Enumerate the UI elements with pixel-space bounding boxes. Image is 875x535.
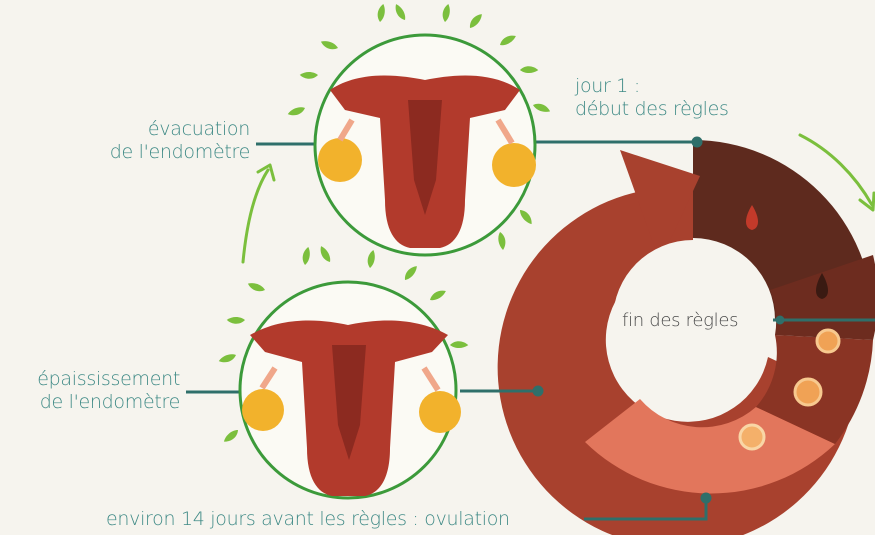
label-end-of-period: fin des règles xyxy=(622,309,738,332)
label-thickening-line1: épaississement xyxy=(20,368,180,391)
label-evacuation-line1: évacuation xyxy=(100,118,250,141)
label-day-1-line2: début des règles xyxy=(575,98,729,121)
uterus-wreath-top xyxy=(287,3,551,255)
label-day-1-line1: jour 1 : xyxy=(575,75,729,98)
ovum-icon xyxy=(740,425,764,449)
label-ovulation: environ 14 jours avant les règles : ovul… xyxy=(106,508,510,531)
ovum-icon xyxy=(817,330,839,352)
label-thickening-line2: de l'endomètre xyxy=(20,391,180,414)
label-day-1: jour 1 : début des règles xyxy=(575,75,729,121)
label-evacuation-line2: de l'endomètre xyxy=(100,141,250,164)
ovum-icon xyxy=(795,379,821,405)
arrow-up xyxy=(243,170,268,262)
label-thickening: épaississement de l'endomètre xyxy=(20,368,180,414)
label-evacuation: évacuation de l'endomètre xyxy=(100,118,250,164)
uterus-wreath-bottom xyxy=(218,245,469,498)
cycle-ring xyxy=(498,140,875,535)
